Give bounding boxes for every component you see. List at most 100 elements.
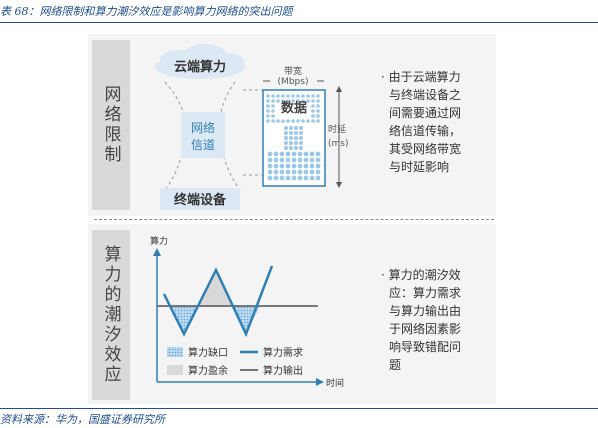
tidal-note-line: 应：算力需求 [389, 286, 462, 300]
terminal-box [160, 188, 240, 210]
data-dot [266, 104, 270, 108]
data-dot [303, 175, 309, 181]
legend-shortage-label: 算力缺口 [188, 346, 228, 359]
data-dot [279, 175, 285, 181]
data-dot [291, 169, 297, 175]
data-dot [279, 169, 285, 175]
data-dot [267, 163, 273, 169]
data-dot [299, 141, 303, 145]
data-dot [311, 99, 315, 103]
cloud-icon [155, 44, 245, 79]
data-dot [271, 104, 275, 108]
data-dot [285, 175, 291, 181]
data-dot [299, 131, 303, 135]
network-side-label: 网络限制 [100, 85, 121, 165]
network-note-line: 间需要通过网 [389, 106, 462, 120]
data-dot [289, 126, 293, 130]
data-dot [276, 94, 280, 98]
tidal-side-bar: 算力的潮汐效应 [92, 230, 130, 400]
data-dot [299, 136, 303, 140]
data-dot [301, 119, 305, 123]
data-dot [284, 126, 288, 130]
network-side-bar: 网络限制 [92, 40, 130, 210]
data-dot [266, 114, 270, 118]
data-dot [291, 94, 295, 98]
data-dot [294, 131, 298, 135]
data-dot [267, 151, 273, 157]
data-dots [266, 94, 321, 181]
tidal-note-line: 题 [389, 358, 402, 372]
data-dot [284, 136, 288, 140]
channel-left-line [164, 81, 187, 191]
data-dot [267, 157, 273, 163]
data-dot [316, 94, 320, 98]
latency-arrow-head-down [336, 182, 342, 188]
data-dot [266, 99, 270, 103]
data-dot [296, 94, 300, 98]
data-dot [301, 94, 305, 98]
data-dot [297, 163, 303, 169]
data-dot [289, 146, 293, 150]
data-dot [309, 151, 315, 157]
data-dot [284, 131, 288, 135]
legend-demand-label: 算力需求 [263, 346, 303, 359]
tidal-note: · 算力的潮汐效 应：算力需求 与算力输出由 于网络因素影 响导致错配问 题 [381, 266, 461, 374]
data-dot [285, 169, 291, 175]
tidal-note-line: 于网络因素影 [389, 322, 462, 336]
latency-arrow-head-up [336, 86, 342, 92]
legend-shortage-swatch [167, 347, 183, 357]
data-dot [297, 175, 303, 181]
data-dot [297, 157, 303, 163]
data-dot [273, 163, 279, 169]
data-dot [284, 141, 288, 145]
data-dot [309, 163, 315, 169]
data-dot [285, 163, 291, 169]
data-dot [267, 175, 273, 181]
data-dot [291, 151, 297, 157]
data-dot [315, 151, 321, 157]
demand-line [162, 265, 274, 338]
shortage-region [170, 306, 198, 334]
data-dot [285, 157, 291, 163]
data-dot [316, 99, 320, 103]
data-dot [294, 146, 298, 150]
tidal-note-line: 响导致错配问 [389, 340, 462, 354]
data-dot [316, 119, 320, 123]
data-dot [267, 169, 273, 175]
data-dot [315, 175, 321, 181]
network-note-line: 与终端设备之 [389, 88, 462, 102]
data-dot [309, 169, 315, 175]
data-dot [266, 94, 270, 98]
channel-label-line1: 网络 [191, 120, 215, 135]
data-dot [309, 175, 315, 181]
data-dot [286, 99, 290, 103]
data-dot [316, 114, 320, 118]
data-dot [291, 99, 295, 103]
data-dot [296, 119, 300, 123]
data-dot [316, 109, 320, 113]
data-dot [297, 151, 303, 157]
data-dot [294, 136, 298, 140]
surplus-region [198, 270, 232, 306]
network-note-line: · 由于云端算力 [381, 70, 461, 84]
data-dot [291, 157, 297, 163]
data-dot [266, 109, 270, 113]
data-dot [291, 175, 297, 181]
data-dot [291, 163, 297, 169]
data-dot [301, 99, 305, 103]
data-dot [291, 119, 295, 123]
tidal-note-line: · 算力的潮汐效 [381, 268, 461, 282]
data-dot [315, 169, 321, 175]
data-dot [299, 126, 303, 130]
data-dot [276, 99, 280, 103]
cloud-label: 云端算力 [174, 59, 226, 75]
data-dot [279, 157, 285, 163]
data-dot [306, 94, 310, 98]
data-dot [286, 94, 290, 98]
network-note-line: 络信道传输， [389, 124, 462, 138]
data-label: 数据 [281, 100, 307, 116]
data-dot [297, 169, 303, 175]
latency-label-line2: (ms) [328, 139, 348, 149]
x-axis-label: 时间 [326, 377, 344, 389]
